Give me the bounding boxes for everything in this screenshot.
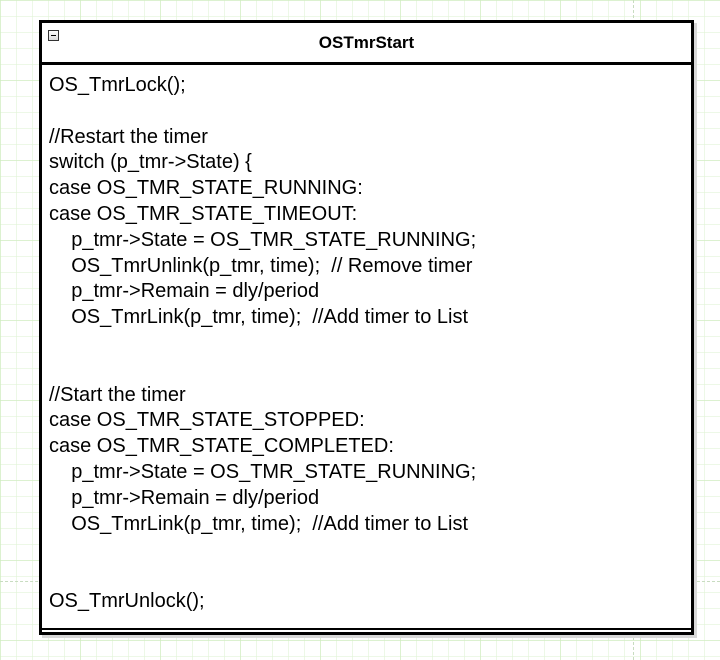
code-line: OS_TmrUnlink(p_tmr, time); // Remove tim… [49, 254, 473, 277]
code-line: case OS_TMR_STATE_COMPLETED: [49, 435, 394, 458]
code-line: switch (p_tmr->State) { [49, 151, 252, 174]
code-line: p_tmr->Remain = dly/period [49, 486, 320, 509]
node-title: OSTmrStart [318, 33, 415, 52]
node-body[interactable]: OS_TmrLock(); //Restart the timer switch (… [49, 73, 689, 621]
code-line: //Restart the timer [49, 125, 208, 148]
code-line: case OS_TMR_STATE_TIMEOUT: [49, 202, 358, 225]
code-blank-line [49, 331, 689, 357]
node-header[interactable]: OSTmrStart [42, 23, 691, 65]
code-line: case OS_TMR_STATE_STOPPED: [49, 409, 365, 432]
code-line: case OS_TMR_STATE_RUNNING: [49, 177, 363, 200]
code-line: p_tmr->Remain = dly/period [49, 280, 320, 303]
code-line: OS_TmrLock(); [49, 74, 186, 96]
code-blank-line [49, 357, 689, 383]
minus-box-icon[interactable] [48, 30, 59, 41]
code-line: p_tmr->State = OS_TMR_STATE_RUNNING; [49, 228, 477, 251]
code-line: //Start the timer [49, 383, 186, 406]
code-line: OS_TmrUnlock(); [49, 589, 205, 612]
code-blank-line [49, 563, 689, 589]
code-line: OS_TmrLink(p_tmr, time); //Add timer to … [49, 512, 468, 535]
swimlane-node-ostmrstart[interactable]: OSTmrStart OS_TmrLock(); //Restart the ti… [39, 20, 694, 635]
node-footer-divider [42, 628, 691, 630]
code-blank-line [49, 99, 689, 125]
code-blank-line [49, 537, 689, 563]
code-line: OS_TmrLink(p_tmr, time); //Add timer to … [49, 306, 468, 329]
code-line: p_tmr->State = OS_TMR_STATE_RUNNING; [49, 460, 477, 483]
